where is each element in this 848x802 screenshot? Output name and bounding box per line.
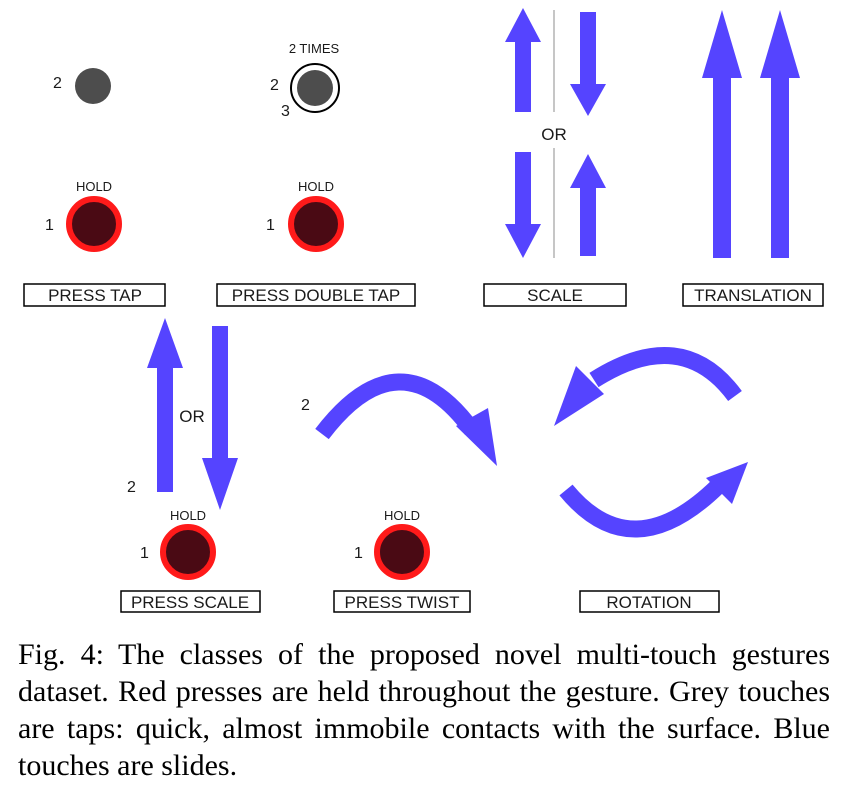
red-press-touch <box>160 524 216 580</box>
press-number: 1 <box>266 217 275 234</box>
arrow-up <box>147 318 183 492</box>
hold-label: HOLD <box>298 179 334 194</box>
scale-panel: OR SCALE <box>483 8 627 307</box>
red-press-touch <box>374 524 430 580</box>
arrow-up-right <box>760 10 800 258</box>
gesture-label: ROTATION <box>606 593 691 612</box>
red-press-touch <box>66 196 122 252</box>
label-box <box>483 283 627 307</box>
tap-number-second: 3 <box>281 103 290 120</box>
press-number: 1 <box>354 545 363 562</box>
arrow-down <box>202 326 238 510</box>
figure-caption: Fig. 4:The classes of the proposed novel… <box>18 636 830 784</box>
hold-label: HOLD <box>384 508 420 523</box>
arrow-down-right <box>570 12 606 116</box>
red-press-touch <box>288 196 344 252</box>
rotation-arrow-bottom-shaft <box>559 479 724 538</box>
gesture-label: SCALE <box>527 286 583 305</box>
figure-number: Fig. 4: <box>18 638 104 671</box>
rotation-arrow-top-head <box>554 366 604 426</box>
or-label: OR <box>179 407 205 426</box>
slide-number: 2 <box>127 479 136 496</box>
hold-label: HOLD <box>170 508 206 523</box>
arrow-up-right <box>570 154 606 256</box>
gesture-label: PRESS TAP <box>48 286 142 305</box>
grey-tap-touch <box>297 70 333 106</box>
gesture-label: TRANSLATION <box>694 286 812 305</box>
hold-label: HOLD <box>76 179 112 194</box>
times-label: 2 TIMES <box>289 41 340 56</box>
label-box <box>120 590 261 613</box>
label-box <box>333 590 471 613</box>
double-tap-outline <box>290 63 340 113</box>
label-box <box>23 283 166 307</box>
press-tap-panel: 2 HOLD 1 PRESS TAP <box>23 68 166 307</box>
translation-panel: TRANSLATION <box>682 10 824 307</box>
arrow-up-left <box>702 10 742 258</box>
caption-text: The classes of the proposed novel multi-… <box>18 638 830 782</box>
arrow-down-left <box>505 152 541 258</box>
slide-number: 2 <box>301 397 310 414</box>
rotation-arrow-top-shaft <box>589 347 742 402</box>
press-double-tap-panel: 2 TIMES 2 3 HOLD 1 PRESS DOUBLE TAP <box>216 41 416 307</box>
gesture-classes-figure: 2 HOLD 1 PRESS TAP 2 TIMES 2 3 HOLD 1 PR… <box>23 8 824 613</box>
press-number: 1 <box>45 217 54 234</box>
curved-slide-arrow-shaft <box>315 373 479 440</box>
press-number: 1 <box>140 545 149 562</box>
arrow-up-left <box>505 8 541 112</box>
gesture-label: PRESS TWIST <box>345 593 460 612</box>
gesture-label: PRESS DOUBLE TAP <box>232 286 400 305</box>
or-label: OR <box>541 125 567 144</box>
curved-slide-arrowhead <box>456 408 497 466</box>
label-box <box>682 283 824 307</box>
gesture-label: PRESS SCALE <box>131 593 249 612</box>
label-box <box>216 283 416 307</box>
grey-tap-touch <box>75 68 111 104</box>
tap-number: 2 <box>53 75 62 92</box>
press-twist-panel: 2 HOLD 1 PRESS TWIST <box>301 373 497 613</box>
rotation-panel: ROTATION <box>554 347 748 613</box>
label-box <box>579 590 720 613</box>
rotation-arrow-bottom-head <box>706 462 748 504</box>
tap-number-first: 2 <box>270 77 279 94</box>
press-scale-panel: OR 2 HOLD 1 PRESS SCALE <box>120 318 261 613</box>
